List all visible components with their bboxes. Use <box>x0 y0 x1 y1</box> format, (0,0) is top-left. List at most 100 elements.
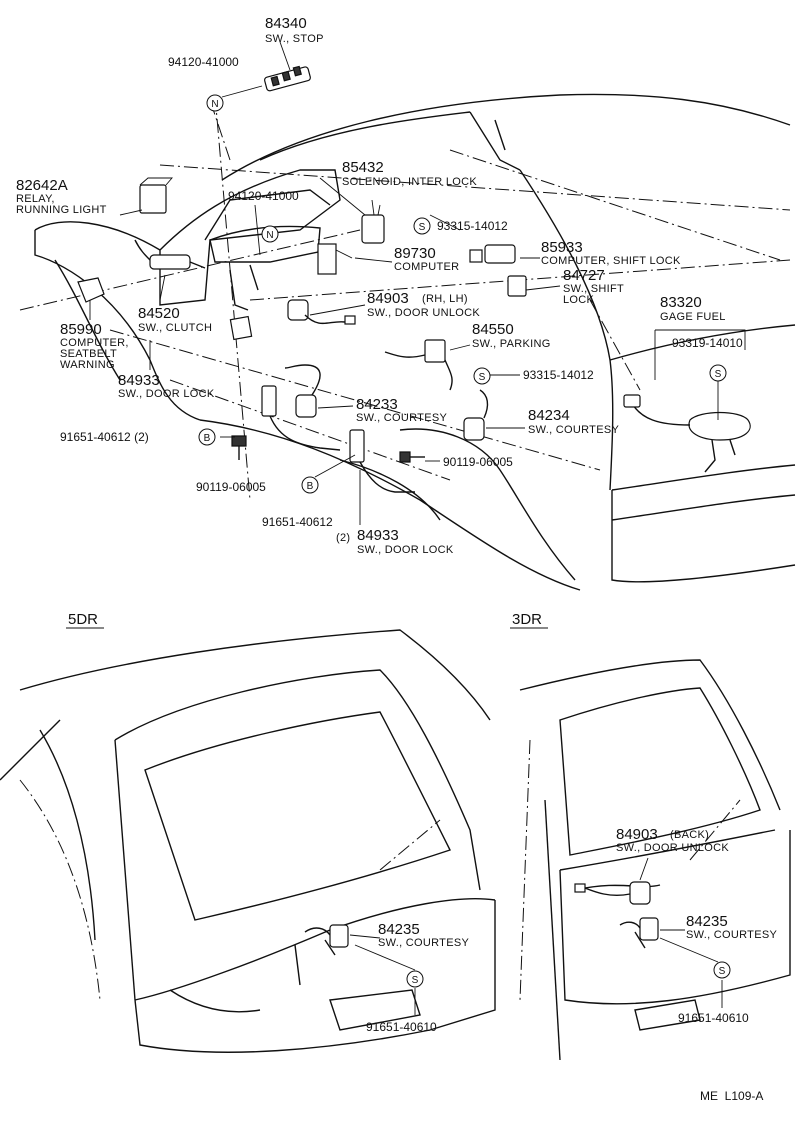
part-number-93315-14012: 93315-14012 <box>523 368 594 382</box>
part-desc-84520: SW., CLUTCH <box>138 322 212 334</box>
n-symbol-label: N <box>266 230 273 241</box>
courtesy-switch-part-3dr <box>639 917 659 941</box>
part-number-84340: 84340 <box>265 15 307 32</box>
part-number-91651-40610: 91651-40610 <box>678 1011 749 1025</box>
part-number-84234: 84234 <box>528 407 570 424</box>
part-suffix-84903-back: (BACK) <box>670 829 709 841</box>
s-symbol-label: S <box>412 975 419 986</box>
part-desc-84727-2: LOCK <box>563 294 595 306</box>
door-unlock-switch-part <box>287 299 309 321</box>
part-desc-84933: SW., DOOR LOCK <box>118 388 215 400</box>
clutch-switch-part <box>149 254 191 270</box>
part-suffix-84903: (RH, LH) <box>422 293 468 305</box>
s-symbol-marker <box>473 367 491 385</box>
part-desc-84340: SW., STOP <box>265 33 324 45</box>
section-label-5dr: 5DR <box>68 611 98 628</box>
door-unlock-switch-part-3dr <box>629 881 651 905</box>
vehicle-body-outline <box>34 93 796 591</box>
door-lock-switch-part-b <box>349 429 365 463</box>
part-number-84903: 84903 <box>367 290 409 307</box>
s-symbol-marker <box>406 970 424 988</box>
part-desc-84550: SW., PARKING <box>472 338 551 350</box>
part-desc-85933: COMPUTER, SHIFT LOCK <box>541 255 681 267</box>
part-desc-84933: SW., DOOR LOCK <box>357 544 454 556</box>
seatbelt-computer-part <box>77 277 105 303</box>
part-desc-84235: SW., COURTESY <box>686 929 777 941</box>
part-desc-83320: GAGE FUEL <box>660 311 726 323</box>
part-desc-85432: SOLENOID, INTER LOCK <box>342 176 477 188</box>
part-number-90119-06005: 90119-06005 <box>196 480 266 494</box>
part-number-84933: 84933 <box>118 372 160 389</box>
part-number-82642a: 82642A <box>16 177 68 194</box>
part-number-83320: 83320 <box>660 294 702 311</box>
part-number-84933: 84933 <box>357 527 399 544</box>
part-number-94120-41000: 94120-41000 <box>228 189 299 203</box>
part-number-84235: 84235 <box>378 921 420 938</box>
part-prefix-84933: (2) <box>336 532 350 544</box>
part-number-93319-14010: 93319-14010 <box>672 336 743 350</box>
part-number-84727: 84727 <box>563 267 605 284</box>
s-symbol-marker <box>413 217 431 235</box>
part-number-90119-06005: 90119-06005 <box>443 455 513 469</box>
door-lock-switch-part-a <box>261 385 277 417</box>
part-desc-84235: SW., COURTESY <box>378 937 469 949</box>
part-desc-82642a-2: RUNNING LIGHT <box>16 204 107 216</box>
part-number-84235: 84235 <box>686 913 728 930</box>
screw-part-a <box>231 435 247 447</box>
solenoid-part <box>361 214 385 244</box>
part-number-84520: 84520 <box>138 305 180 322</box>
courtesy-switch-part-a <box>295 394 317 418</box>
shift-lock-switch-part <box>507 275 527 297</box>
computer-part <box>317 243 337 275</box>
shift-lock-computer-part <box>484 244 516 264</box>
part-desc-84903-back: SW., DOOR UNLOCK <box>616 842 729 854</box>
s-symbol-label: S <box>715 369 722 380</box>
part-desc-89730: COMPUTER <box>394 261 459 273</box>
screw-part-b <box>399 451 411 463</box>
part-number-91651-40612: 91651-40612 <box>262 515 333 529</box>
n-symbol-marker <box>206 94 224 112</box>
part-number-93315-14012: 93315-14012 <box>437 219 508 233</box>
part-desc-84234: SW., COURTESY <box>528 424 619 436</box>
s-symbol-label: S <box>419 222 426 233</box>
courtesy-switch-part-5dr <box>329 924 349 948</box>
parking-switch-part <box>424 339 446 363</box>
part-number-89730: 89730 <box>394 245 436 262</box>
b-symbol-label: B <box>307 481 314 492</box>
part-number-94120-41000: 94120-41000 <box>168 55 239 69</box>
relay-part <box>139 184 167 214</box>
five-door-section: S <box>0 629 496 1053</box>
b-symbol-marker <box>301 476 319 494</box>
leader-lines-upper <box>89 41 746 525</box>
part-labels: 84340 SW., STOP 94120-41000 85432 SOLENO… <box>16 15 777 1103</box>
part-desc-84727-1: SW., SHIFT <box>563 283 624 295</box>
part-desc-84233: SW., COURTESY <box>356 412 447 424</box>
part-number-91651-40612: 91651-40612 (2) <box>60 430 149 444</box>
s-symbol-label: S <box>479 372 486 383</box>
part-desc-82642a-1: RELAY, <box>16 193 55 205</box>
courtesy-switch-part-b <box>463 417 485 441</box>
diagram-code: ME L109-A <box>700 1089 763 1103</box>
three-door-section: S <box>519 659 791 1061</box>
part-number-84233: 84233 <box>356 396 398 413</box>
b-symbol-label: B <box>204 433 211 444</box>
part-desc-85990-1: COMPUTER, <box>60 337 129 349</box>
section-label-3dr: 3DR <box>512 611 542 628</box>
part-number-84550: 84550 <box>472 321 514 338</box>
part-number-85990: 85990 <box>60 321 102 338</box>
n-symbol-marker <box>261 225 279 243</box>
s-symbol-label: S <box>719 966 726 977</box>
symbol-markers-upper: N N S S S B B <box>198 94 727 494</box>
n-symbol-label: N <box>211 99 218 110</box>
b-symbol-marker <box>198 428 216 446</box>
part-desc-84903: SW., DOOR UNLOCK <box>367 307 480 319</box>
s-symbol-marker <box>709 364 727 382</box>
fuel-gage-part <box>688 411 751 441</box>
part-number-91651-40610: 91651-40610 <box>366 1020 437 1034</box>
part-desc-85990-3: WARNING <box>60 359 115 371</box>
parts-upper <box>77 65 751 493</box>
part-number-84903-back: 84903 <box>616 826 658 843</box>
part-desc-85990-2: SEATBELT <box>60 348 117 360</box>
s-symbol-marker <box>713 961 731 979</box>
